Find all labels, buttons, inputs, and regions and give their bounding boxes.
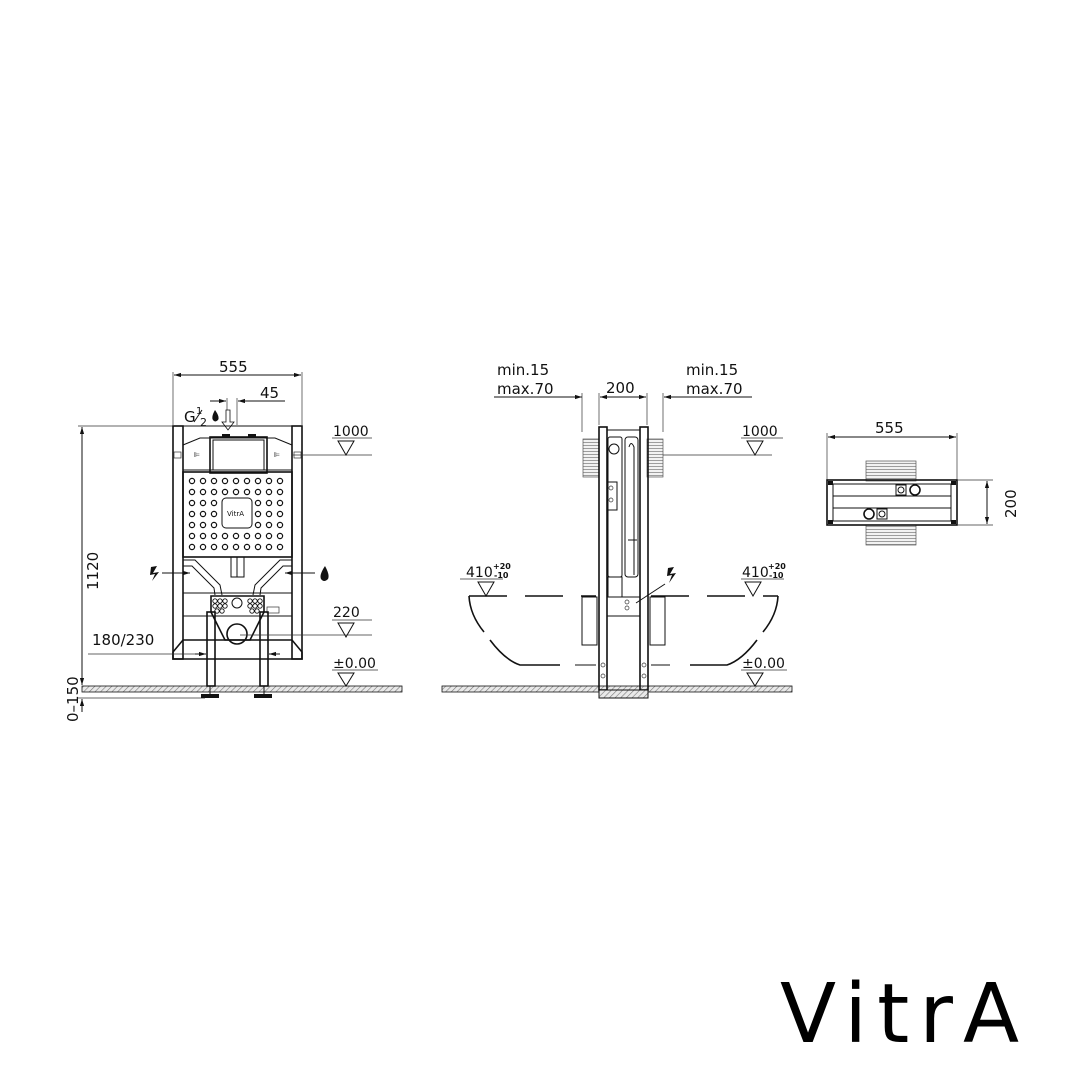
cistern-logo: VitrA xyxy=(227,510,244,518)
outlet-level-label: 220 xyxy=(333,605,360,621)
right-clearance-max: max.70 xyxy=(686,380,743,398)
side-depth-label: 200 xyxy=(606,379,635,397)
seat-level-marker-left: 410 +20 -10 xyxy=(460,562,511,598)
seat-level-left-tol-down: -10 xyxy=(494,571,509,580)
inlet-fraction-num: 1 xyxy=(196,406,202,417)
water-drop-icon xyxy=(320,566,329,581)
svg-text:⊫: ⊫ xyxy=(194,451,200,459)
top-view: 555 200 xyxy=(826,419,1020,546)
floor-hatch xyxy=(81,685,403,693)
left-clearance-min: min.15 xyxy=(497,361,549,379)
outlet-spacing-label: 180/230 xyxy=(92,631,154,649)
left-clearance-max: max.70 xyxy=(497,380,554,398)
front-height-label: 1120 xyxy=(84,552,102,590)
inlet-thread-label: G xyxy=(184,408,196,426)
side-flush-level-label: 1000 xyxy=(742,424,778,440)
side-view: min.15 max.70 200 min.15 max.70 xyxy=(441,361,793,699)
seat-level-left-label: 410 xyxy=(466,565,493,581)
front-width-label: 555 xyxy=(219,358,248,376)
front-offset-label: 45 xyxy=(260,384,279,402)
electric-icon xyxy=(667,567,676,583)
electric-icon xyxy=(150,566,159,581)
right-clearance-min: min.15 xyxy=(686,361,738,379)
inlet-fraction-den: 2 xyxy=(200,416,207,429)
seat-level-right-tol-up: +20 xyxy=(768,562,786,571)
seat-level-marker-right: 410 +20 -10 xyxy=(741,562,786,598)
seat-level-left-tol-up: +20 xyxy=(493,562,511,571)
inlet-arrow-icon xyxy=(221,409,235,431)
brand-logo: VitrA xyxy=(780,967,1029,1062)
foot-adjust-label: 0–150 xyxy=(64,676,82,722)
top-width-label: 555 xyxy=(875,419,904,437)
level-marker-floor: ±0.00 xyxy=(332,656,378,687)
floor-level-label: ±0.00 xyxy=(333,656,376,672)
seat-level-right-tol-down: -10 xyxy=(769,571,784,580)
water-drop-icon xyxy=(212,410,219,422)
cistern-dot-grid: VitrA xyxy=(188,477,284,551)
side-level-marker-floor: ±0.00 xyxy=(741,656,787,687)
top-depth-label: 200 xyxy=(1002,489,1020,518)
side-level-marker-1000: 1000 xyxy=(663,424,783,457)
front-view: 555 45 G 1 2 1120 0–150 xyxy=(64,358,403,722)
side-floor-level-label: ±0.00 xyxy=(742,656,785,672)
seat-level-right-label: 410 xyxy=(742,565,769,581)
level-marker-1000: 1000 xyxy=(292,424,372,457)
level-marker-220: 220 xyxy=(240,605,372,639)
svg-text:⊫: ⊫ xyxy=(274,451,280,459)
flush-level-label: 1000 xyxy=(333,424,369,440)
